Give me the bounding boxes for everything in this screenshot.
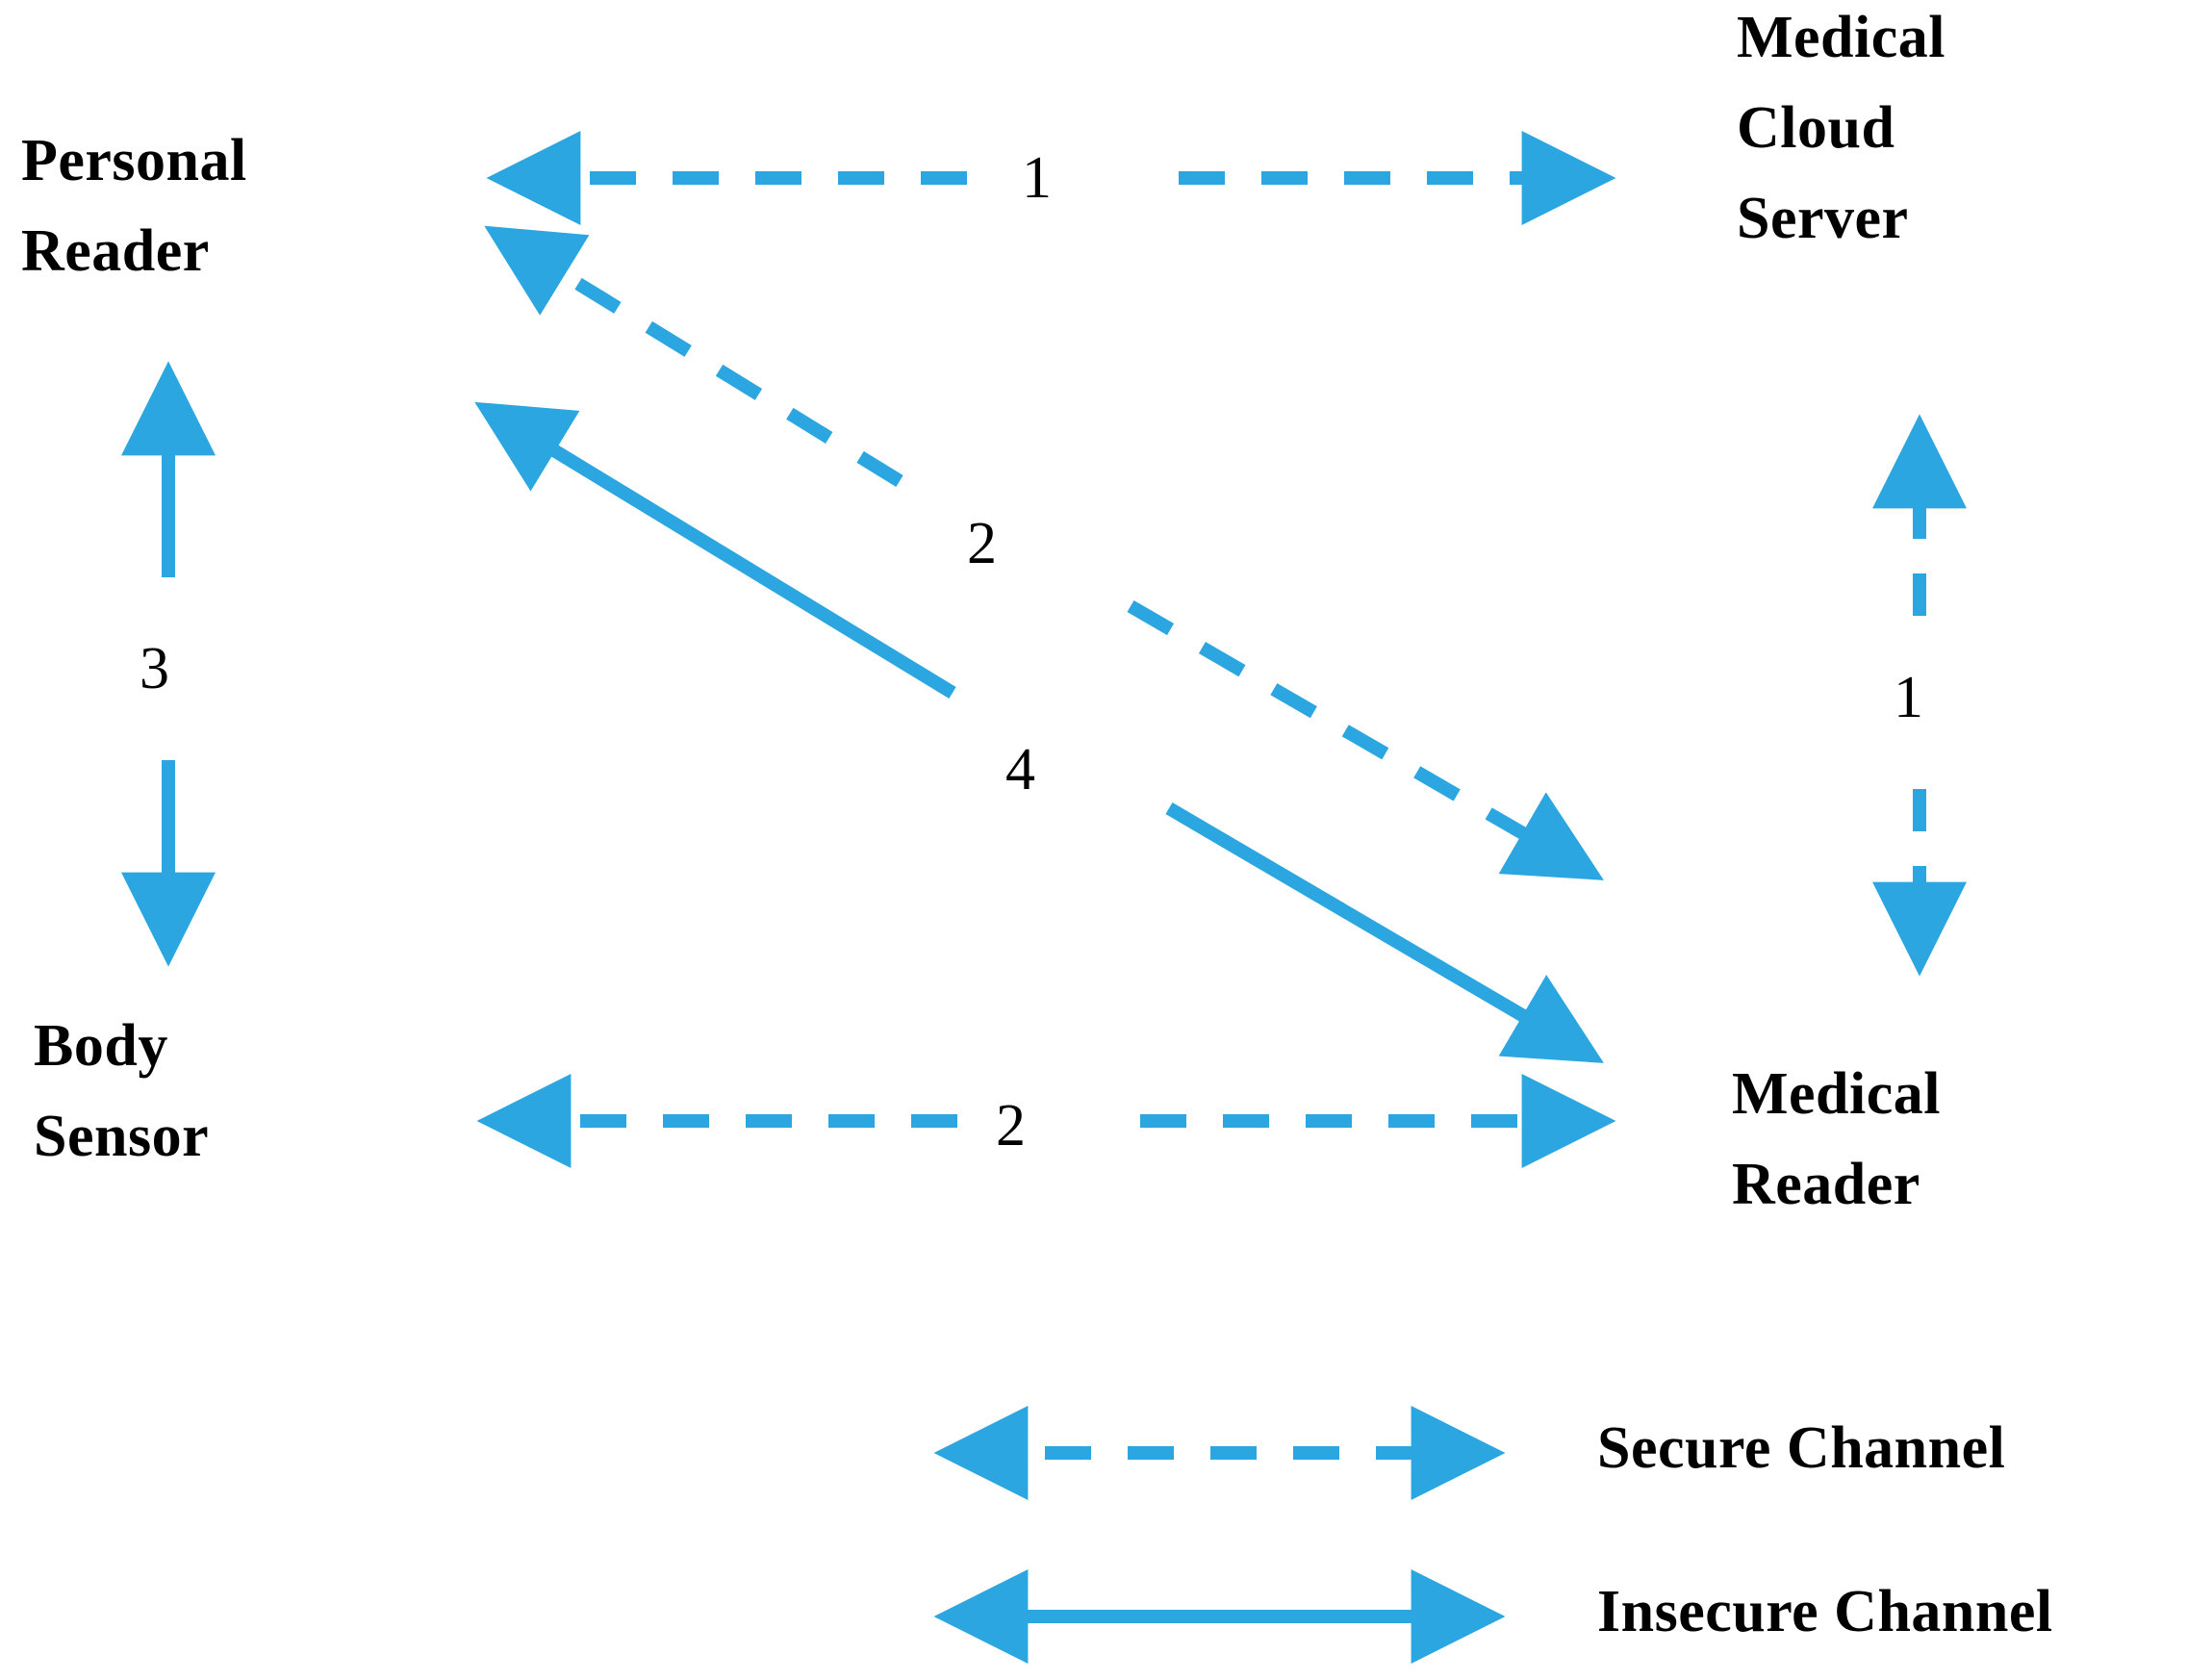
node-medical-cloud-server: Medical Cloud Server	[1737, 5, 1945, 252]
node-personal-reader: Personal Reader	[21, 128, 247, 285]
edge-number-diagonal-lower: 4	[1005, 737, 1035, 802]
node-body-sensor: Body Sensor	[34, 1013, 210, 1170]
edge-personal-reader-medical-reader-insecure	[474, 401, 1604, 1063]
edge-number-diagonal-upper: 2	[967, 511, 997, 576]
edge-number-right: 1	[1894, 665, 1923, 730]
edge-number-bottom: 2	[996, 1093, 1026, 1158]
edge-personal-reader-medical-reader-secure	[484, 225, 1604, 880]
legend-label-insecure-channel: Insecure Channel	[1597, 1579, 2053, 1644]
edge-number-top: 1	[1022, 145, 1052, 211]
edge-number-left: 3	[140, 636, 169, 701]
legend-label-secure-channel: Secure Channel	[1597, 1415, 2006, 1481]
node-medical-reader: Medical Reader	[1732, 1061, 1941, 1218]
